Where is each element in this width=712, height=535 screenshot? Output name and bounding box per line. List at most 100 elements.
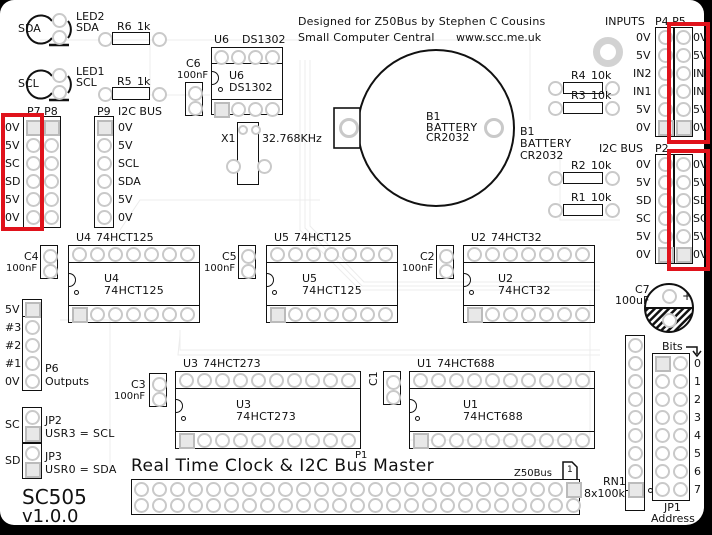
jp1-pin[interactable]: [673, 356, 688, 371]
p4p5-pin[interactable]: [676, 48, 691, 63]
p6-pin[interactable]: [25, 338, 40, 353]
p2p3-pin[interactable]: [676, 157, 691, 172]
p1-pin[interactable]: [314, 482, 329, 497]
p2p3-pin[interactable]: [676, 211, 691, 226]
p1-pin[interactable]: [242, 482, 257, 497]
p1-pin[interactable]: [152, 498, 167, 513]
p1-pin[interactable]: [242, 498, 257, 513]
p4p5-pin[interactable]: [676, 120, 692, 136]
jp3-pin[interactable]: [25, 446, 40, 461]
p1-pin[interactable]: [458, 498, 473, 513]
p1-pin[interactable]: [278, 482, 293, 497]
p1-pin[interactable]: [134, 482, 149, 497]
jp1-pin[interactable]: [673, 428, 688, 443]
p1-pin[interactable]: [548, 498, 563, 513]
jp1-pin[interactable]: [655, 374, 670, 389]
p1-pin[interactable]: [404, 498, 419, 513]
p6-pin[interactable]: [25, 374, 40, 389]
p9-pin[interactable]: [97, 156, 112, 171]
jp1-pin[interactable]: [673, 446, 688, 461]
p1-pin[interactable]: [530, 482, 545, 497]
p1-pin[interactable]: [512, 482, 527, 497]
p1-pin[interactable]: [368, 482, 383, 497]
p8-pin[interactable]: [44, 120, 60, 136]
p1-pin[interactable]: [548, 482, 563, 497]
p1-pin[interactable]: [332, 498, 347, 513]
p9-pin[interactable]: [97, 120, 113, 136]
jp1-pin[interactable]: [655, 392, 670, 407]
p9-pin[interactable]: [97, 210, 112, 225]
p2p3-pin[interactable]: [676, 175, 691, 190]
p1-pin[interactable]: [404, 482, 419, 497]
p1-pin[interactable]: [206, 482, 221, 497]
jp1-pin[interactable]: [655, 482, 670, 497]
p2p3-pin[interactable]: [676, 193, 691, 208]
p8-pin[interactable]: [44, 138, 59, 153]
jp2-pin[interactable]: [25, 426, 41, 442]
p1-pin[interactable]: [566, 482, 582, 498]
p4p5-pin[interactable]: [676, 66, 691, 81]
p1-pin[interactable]: [296, 498, 311, 513]
p9-pin[interactable]: [97, 192, 112, 207]
p9-pin[interactable]: [97, 174, 112, 189]
p1-pin[interactable]: [440, 498, 455, 513]
p1-pin[interactable]: [278, 498, 293, 513]
p2p3-pin[interactable]: [676, 247, 692, 263]
jp1-pin[interactable]: [673, 374, 688, 389]
p1-pin[interactable]: [170, 482, 185, 497]
p1-pin[interactable]: [224, 482, 239, 497]
p1-pin[interactable]: [494, 482, 509, 497]
p1-pin[interactable]: [476, 482, 491, 497]
p4p5-pin[interactable]: [676, 30, 691, 45]
p1-pin[interactable]: [260, 482, 275, 497]
p8-pin[interactable]: [44, 210, 59, 225]
jp1-pin[interactable]: [655, 446, 670, 461]
p1-pin[interactable]: [332, 482, 347, 497]
p1-pin[interactable]: [530, 498, 545, 513]
p1-pin[interactable]: [350, 482, 365, 497]
jp1-pin[interactable]: [673, 392, 688, 407]
jp1-pin[interactable]: [673, 410, 688, 425]
p1-pin[interactable]: [386, 498, 401, 513]
p1-pin[interactable]: [188, 482, 203, 497]
p9-pin[interactable]: [97, 138, 112, 153]
p8-pin[interactable]: [44, 192, 59, 207]
p1-pin[interactable]: [224, 498, 239, 513]
p4p5-pin[interactable]: [676, 84, 691, 99]
p1-pin[interactable]: [422, 482, 437, 497]
jp1-pin[interactable]: [655, 464, 670, 479]
p1-pin[interactable]: [494, 498, 509, 513]
p6-pin[interactable]: [25, 320, 40, 335]
p1-pin[interactable]: [368, 498, 383, 513]
p1-pin[interactable]: [566, 498, 581, 513]
p1-pin[interactable]: [152, 482, 167, 497]
p4p5-pin[interactable]: [676, 102, 691, 117]
p1-pin[interactable]: [440, 482, 455, 497]
jp1-pin[interactable]: [655, 410, 670, 425]
p6-pin[interactable]: [25, 302, 41, 318]
p6-pin[interactable]: [25, 356, 40, 371]
jp3-pin[interactable]: [25, 462, 41, 478]
p1-pin[interactable]: [134, 498, 149, 513]
p1-pin[interactable]: [422, 498, 437, 513]
p1-pin[interactable]: [314, 498, 329, 513]
u5-pin: [378, 307, 393, 322]
jp2-pin[interactable]: [25, 410, 40, 425]
p1-pin[interactable]: [350, 498, 365, 513]
jp1-pin[interactable]: [655, 428, 670, 443]
p8-pin[interactable]: [44, 156, 59, 171]
p8-pin[interactable]: [44, 174, 59, 189]
p2p3-pin[interactable]: [676, 229, 691, 244]
p1-pin[interactable]: [260, 498, 275, 513]
p1-pin[interactable]: [188, 498, 203, 513]
p1-pin[interactable]: [476, 498, 491, 513]
p1-pin[interactable]: [296, 482, 311, 497]
p1-pin[interactable]: [386, 482, 401, 497]
p1-pin[interactable]: [170, 498, 185, 513]
jp1-pin[interactable]: [673, 464, 688, 479]
p1-pin[interactable]: [512, 498, 527, 513]
p1-pin[interactable]: [458, 482, 473, 497]
jp1-pin[interactable]: [673, 482, 688, 497]
p1-pin[interactable]: [206, 498, 221, 513]
jp1-pin[interactable]: [655, 356, 671, 372]
